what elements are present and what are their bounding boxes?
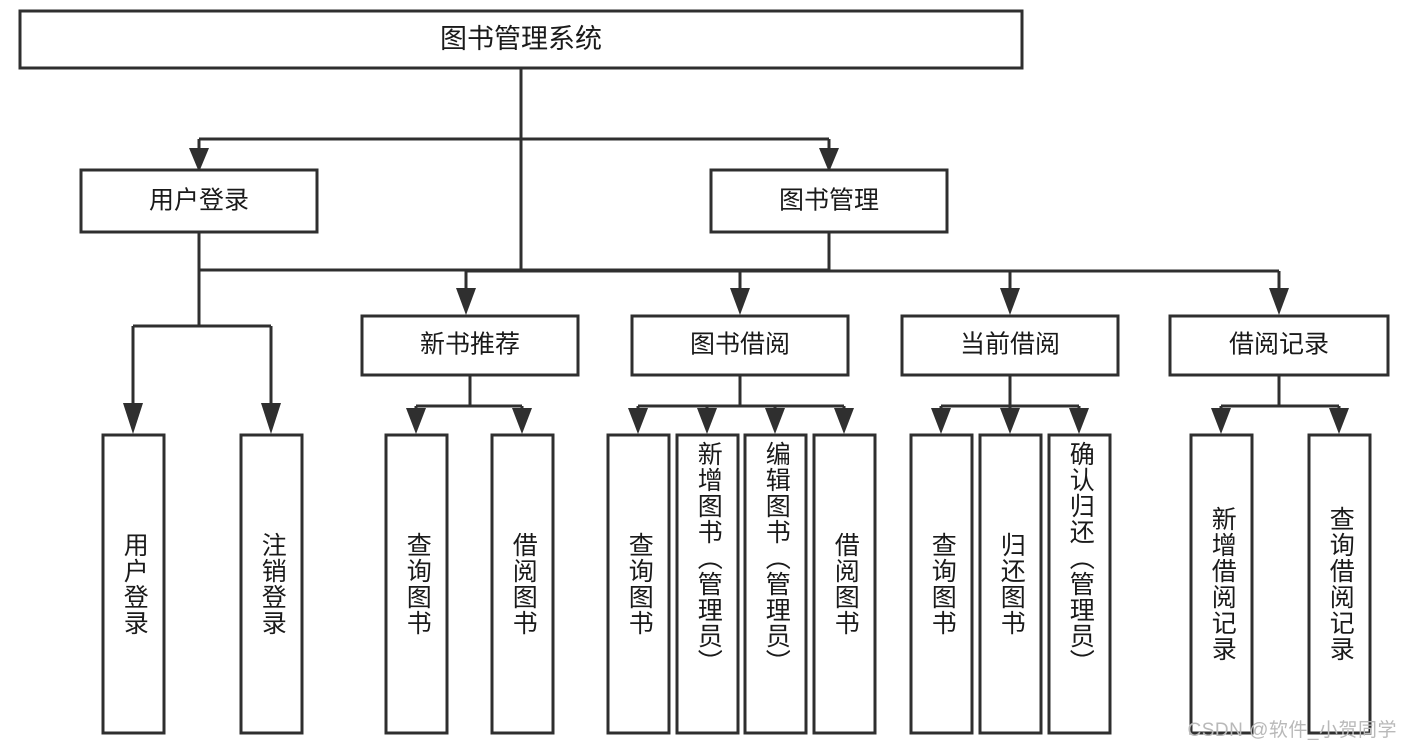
arrow-leaf-user-login bbox=[123, 403, 143, 434]
node-leaf-add-book[interactable] bbox=[675, 433, 740, 735]
arrow-to-user-login bbox=[189, 148, 209, 172]
arrow-leaf-query-record bbox=[1329, 408, 1349, 434]
node-root[interactable] bbox=[18, 9, 1024, 70]
node-user-login[interactable] bbox=[79, 168, 319, 234]
edge-group-book-borrow bbox=[628, 375, 854, 434]
arrow-current-borrow bbox=[1000, 288, 1020, 315]
label-root: 图书管理系统 bbox=[440, 24, 602, 54]
arrow-leaf-add-record bbox=[1211, 408, 1231, 434]
node-book-borrow[interactable] bbox=[630, 314, 850, 377]
label-user-login: 用户登录 bbox=[149, 187, 249, 215]
arrow-new-book-recommend bbox=[456, 288, 476, 315]
watermark: CSDN @软件_小贺同学 bbox=[1187, 720, 1397, 741]
arrow-leaf-query-book-1 bbox=[406, 408, 426, 434]
node-new-book-recommend[interactable] bbox=[360, 314, 580, 377]
node-leaf-borrow-book-2[interactable] bbox=[812, 433, 877, 735]
label-book-management: 图书管理 bbox=[779, 187, 879, 215]
label-current-borrow: 当前借阅 bbox=[960, 331, 1060, 359]
edge-group-user-login bbox=[123, 232, 281, 434]
edge-group-current-borrow bbox=[931, 375, 1089, 434]
node-leaf-query-book-3[interactable] bbox=[909, 433, 974, 735]
arrow-leaf-return-book bbox=[1000, 408, 1020, 434]
arrow-book-borrow bbox=[730, 288, 750, 315]
label-borrow-record: 借阅记录 bbox=[1229, 331, 1329, 359]
arrow-borrow-record bbox=[1269, 288, 1289, 315]
edge-group-book-management bbox=[456, 232, 1289, 315]
node-leaf-return-book[interactable] bbox=[978, 433, 1043, 735]
edge-group-borrow-record bbox=[1211, 375, 1349, 434]
label-new-book-recommend: 新书推荐 bbox=[420, 331, 520, 359]
node-leaf-borrow-book-1[interactable] bbox=[490, 433, 555, 735]
arrow-leaf-add-book bbox=[697, 408, 717, 434]
arrow-leaf-query-book-3 bbox=[931, 408, 951, 434]
node-borrow-record[interactable] bbox=[1168, 314, 1390, 377]
arrow-leaf-borrow-book-1 bbox=[512, 408, 532, 434]
node-leaf-logout-login[interactable] bbox=[239, 433, 304, 735]
label-book-borrow: 图书借阅 bbox=[690, 331, 790, 359]
arrow-leaf-confirm-return bbox=[1069, 408, 1089, 434]
node-current-borrow[interactable] bbox=[900, 314, 1120, 377]
arrow-leaf-edit-book bbox=[765, 408, 785, 434]
node-leaf-query-book-2[interactable] bbox=[606, 433, 671, 735]
arrow-leaf-logout-login bbox=[261, 403, 281, 434]
node-leaf-add-record[interactable] bbox=[1189, 433, 1254, 735]
arrow-to-book-management bbox=[819, 148, 839, 172]
node-leaf-edit-book[interactable] bbox=[743, 433, 808, 735]
edge-group-new-book-recommend bbox=[406, 375, 532, 434]
node-leaf-query-record[interactable] bbox=[1307, 433, 1372, 735]
arrow-leaf-query-book-2 bbox=[628, 408, 648, 434]
node-leaf-user-login[interactable] bbox=[101, 433, 166, 735]
node-leaf-confirm-return[interactable] bbox=[1047, 433, 1112, 735]
arrow-leaf-borrow-book-2 bbox=[834, 408, 854, 434]
node-book-management[interactable] bbox=[709, 168, 949, 234]
node-leaf-query-book-1[interactable] bbox=[384, 433, 449, 735]
